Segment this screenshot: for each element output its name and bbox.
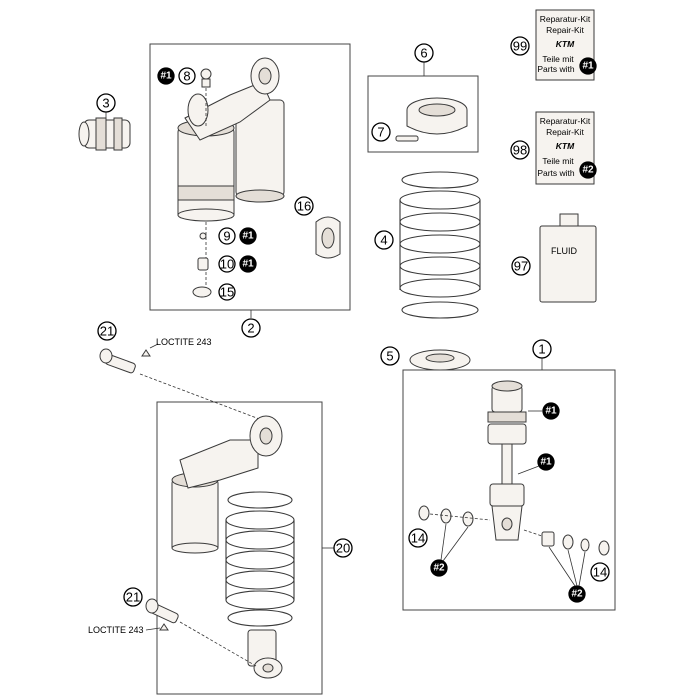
svg-text:15: 15	[220, 285, 234, 300]
svg-text:#1: #1	[242, 231, 254, 242]
svg-text:#2: #2	[433, 563, 445, 574]
part-7-screw	[395, 135, 419, 142]
svg-text:Parts with: Parts with	[537, 168, 575, 178]
svg-text:Parts with: Parts with	[537, 64, 575, 74]
svg-text:4: 4	[380, 233, 387, 248]
svg-text:1: 1	[538, 342, 545, 357]
svg-text:20: 20	[336, 541, 350, 556]
callout-6: 6	[414, 43, 434, 63]
svg-text:Repair-Kit: Repair-Kit	[546, 127, 584, 137]
loctite-drop-upper	[141, 349, 151, 357]
part-16-ring	[315, 216, 341, 259]
callout-14-left: 14	[408, 528, 428, 548]
callout-2-ref-left: #2	[430, 559, 448, 577]
box-preload-nut	[367, 75, 479, 153]
svg-text:Reparatur-Kit: Reparatur-Kit	[540, 116, 591, 126]
part-3-adjuster	[78, 117, 131, 151]
callout-1-ref-lower: #1	[537, 453, 555, 471]
svg-text:Teile mit: Teile mit	[542, 54, 574, 64]
svg-text:5: 5	[386, 349, 393, 364]
svg-text:16: 16	[297, 199, 311, 214]
complete-shock-drawing	[171, 415, 295, 679]
svg-text:Repair-Kit: Repair-Kit	[546, 25, 584, 35]
svg-text:#1: #1	[545, 406, 557, 417]
callout-2-ref-right: #2	[568, 585, 586, 603]
callout-99: 99	[510, 36, 530, 56]
svg-text:9: 9	[223, 229, 230, 244]
shock-body-drawing	[177, 57, 285, 222]
callout-10-group: 10 #1	[218, 255, 257, 273]
callout-8-group: #1 8	[157, 67, 196, 85]
fluid-bottle-97: FLUID	[539, 213, 597, 303]
callout-97: 97	[511, 256, 531, 276]
svg-text:97: 97	[514, 259, 528, 274]
svg-text:10: 10	[220, 257, 234, 272]
callout-14-right: 14	[590, 562, 610, 582]
callout-1-ref-upper: #1	[542, 402, 560, 420]
svg-text:7: 7	[377, 125, 384, 140]
callout-9-group: 9 #1	[218, 227, 257, 245]
callout-5: 5	[380, 346, 400, 366]
svg-text:3: 3	[102, 96, 109, 111]
callout-7: 7	[371, 122, 391, 142]
svg-text:#1: #1	[160, 71, 172, 82]
svg-text:21: 21	[126, 590, 140, 605]
svg-text:Teile mit: Teile mit	[542, 156, 574, 166]
svg-text:14: 14	[593, 565, 607, 580]
loctite-drop-lower	[159, 623, 169, 631]
svg-text:Reparatur-Kit: Reparatur-Kit	[540, 14, 591, 24]
svg-text:#1: #1	[582, 61, 594, 72]
callout-1: 1	[532, 339, 552, 359]
svg-text:KTM: KTM	[556, 141, 575, 151]
svg-text:#1: #1	[242, 259, 254, 270]
svg-text:#2: #2	[571, 589, 583, 600]
callout-21-upper: 21	[97, 321, 117, 341]
svg-text:8: 8	[183, 69, 190, 84]
svg-text:2: 2	[247, 321, 254, 336]
svg-text:14: 14	[411, 531, 425, 546]
callout-15: 15	[218, 283, 236, 301]
box-damper-rod	[402, 369, 616, 611]
part-6-nut	[406, 97, 468, 135]
washers-right	[541, 531, 610, 556]
callout-98: 98	[510, 140, 530, 160]
damper-rod-drawing	[487, 380, 527, 541]
loctite-label-upper: LOCTITE 243	[156, 337, 212, 347]
callout-3: 3	[96, 93, 116, 113]
part-9-washer	[199, 232, 207, 240]
part-5-retainer	[409, 349, 471, 371]
callout-2: 2	[241, 318, 261, 338]
callout-4: 4	[374, 230, 394, 250]
box-shock-body	[149, 43, 351, 311]
svg-text:#2: #2	[582, 165, 594, 176]
svg-text:KTM: KTM	[556, 39, 575, 49]
repair-kit-98: Reparatur-Kit Repair-Kit KTM Teile mit P…	[535, 111, 597, 185]
loctite-label-lower: LOCTITE 243	[88, 625, 144, 635]
part-10-valve	[197, 257, 209, 271]
callout-20: 20	[333, 538, 353, 558]
svg-text:21: 21	[100, 324, 114, 339]
part-21-bolt-upper	[99, 348, 136, 374]
part-4-spring	[399, 171, 481, 319]
callout-21-lower: 21	[123, 587, 143, 607]
part-21-bolt-lower	[145, 598, 179, 624]
repair-kit-99: Reparatur-Kit Repair-Kit KTM Teile mit P…	[535, 9, 597, 81]
svg-text:6: 6	[420, 46, 427, 61]
callout-16: 16	[294, 196, 314, 216]
svg-text:#1: #1	[540, 457, 552, 468]
part-15-seal	[192, 286, 212, 298]
svg-text:99: 99	[513, 39, 527, 54]
svg-text:98: 98	[513, 143, 527, 158]
svg-text:FLUID: FLUID	[551, 246, 578, 256]
